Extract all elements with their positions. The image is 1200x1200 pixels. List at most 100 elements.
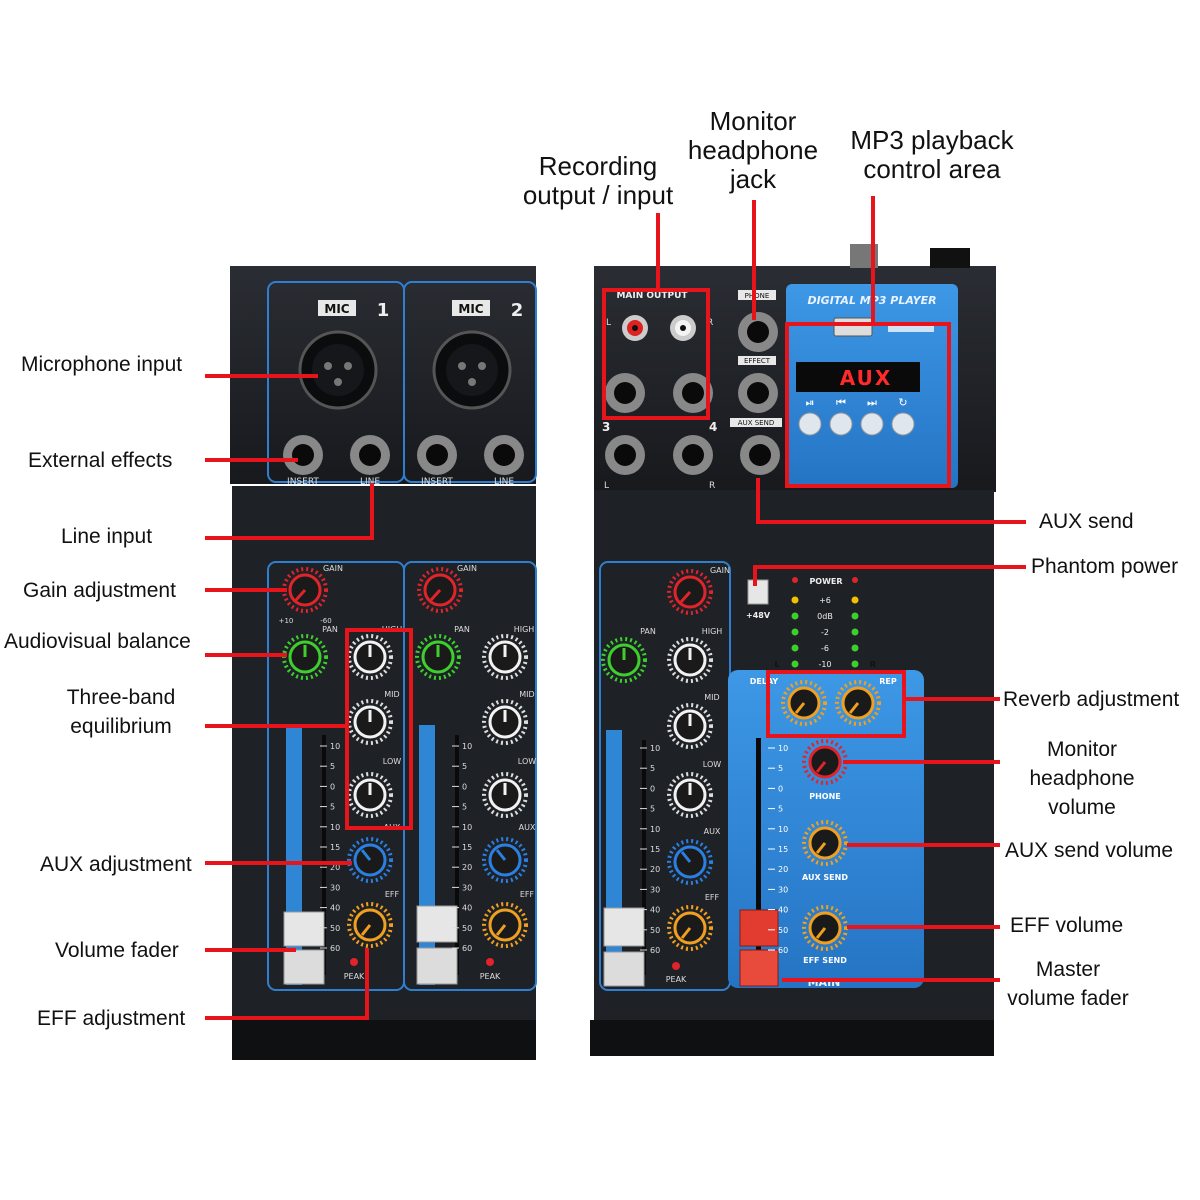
- meter-led: [851, 628, 859, 636]
- meter-level-label: -2: [821, 628, 829, 637]
- fader-scale-tick: 10: [650, 825, 660, 834]
- fader-scale-tick: 0: [462, 782, 467, 791]
- line-jack-1[interactable]: [350, 435, 390, 475]
- peak-led-1: [350, 958, 358, 966]
- label-master-fader: Master volume fader: [990, 955, 1146, 1013]
- play-pause-icon: ⏯: [806, 397, 815, 409]
- repeat-power-icon: ↻: [898, 397, 907, 409]
- jack-3-l-label: L: [604, 481, 609, 491]
- power-label: POWER: [809, 577, 842, 586]
- rep-knob[interactable]: [835, 680, 881, 726]
- usb-port[interactable]: [833, 317, 873, 337]
- phantom-power-switch[interactable]: [747, 579, 769, 605]
- input-4-number: 4: [709, 420, 717, 434]
- pan-knob-3[interactable]: [601, 637, 647, 683]
- fader-scale-tick: 60: [330, 944, 340, 953]
- fader-scale-tick: 5: [778, 805, 783, 814]
- jack-3-l[interactable]: [605, 435, 645, 475]
- rca-right[interactable]: [670, 315, 696, 341]
- mid-eq-knob-2[interactable]: [482, 699, 528, 745]
- volume-fader-1[interactable]: [283, 725, 326, 985]
- next-button[interactable]: [860, 412, 884, 436]
- gain-max-label-1: -60: [320, 617, 331, 625]
- meter-led: [791, 612, 799, 620]
- insert-jack-2[interactable]: [417, 435, 457, 475]
- mic-badge-2-text: MIC: [458, 302, 483, 316]
- eff-knob-2[interactable]: [482, 902, 528, 948]
- eff-knob-3[interactable]: [667, 905, 713, 951]
- fader-scale-tick: 0: [778, 784, 783, 793]
- main-label: MAIN: [808, 976, 841, 989]
- low-label-3: LOW: [703, 760, 721, 769]
- mic-badge-1-text: MIC: [324, 302, 349, 316]
- fader-scale-tick: 10: [462, 742, 472, 751]
- jack-4-r[interactable]: [673, 435, 713, 475]
- right-mixer-panel: MAIN OUTPUT 3 4 L R L R PHONE EFFECT AUX…: [590, 244, 996, 1056]
- sd-slot[interactable]: [888, 322, 934, 332]
- jack-main-r[interactable]: [673, 373, 713, 413]
- mid-eq-knob-3[interactable]: [667, 703, 713, 749]
- label-master-fader-line2: volume fader: [1007, 987, 1129, 1010]
- fader-scale-tick: 30: [330, 883, 340, 892]
- effect-jack[interactable]: [738, 373, 778, 413]
- callout-eff: [205, 948, 369, 1020]
- aux-send-jack[interactable]: [740, 435, 780, 475]
- low-label-2: LOW: [518, 757, 536, 766]
- jack-main-l[interactable]: [605, 373, 645, 413]
- low-eq-knob-2[interactable]: [482, 772, 528, 818]
- pan-label-1: PAN: [322, 625, 338, 634]
- mic-badge-1: [318, 300, 356, 316]
- phone-jack-label: PHONE: [745, 292, 770, 300]
- master-volume-fader[interactable]: [739, 909, 779, 987]
- peak-label-3: PEAK: [666, 975, 687, 984]
- pan-knob-2[interactable]: [415, 634, 461, 680]
- fader-scale-tick: 20: [778, 865, 788, 874]
- xlr-input-2[interactable]: [432, 330, 512, 410]
- power-socket-top: [930, 248, 970, 268]
- label-eff-adjustment: EFF adjustment: [37, 1007, 186, 1030]
- gain-knob-2[interactable]: [417, 567, 463, 613]
- line-jack-2[interactable]: [484, 435, 524, 475]
- label-phones-jack: Monitor headphone jack: [672, 107, 834, 194]
- previous-button[interactable]: [829, 412, 853, 436]
- phone-jack[interactable]: [738, 312, 778, 352]
- fader-scale-tick: 10: [778, 825, 788, 834]
- insert-jack-1[interactable]: [283, 435, 323, 475]
- label-recording-line1: Recording: [538, 151, 658, 181]
- mp3-display-text: AUX: [840, 366, 893, 390]
- low-eq-knob-3[interactable]: [667, 772, 713, 818]
- meter-l-label: L: [774, 660, 779, 669]
- repeat-button[interactable]: [891, 412, 915, 436]
- fader-scale-tick: 50: [462, 924, 472, 933]
- aux-knob-2[interactable]: [482, 837, 528, 883]
- volume-fader-2[interactable]: [416, 725, 459, 985]
- effect-jack-label: EFFECT: [744, 357, 771, 365]
- xlr-input-1[interactable]: [298, 330, 378, 410]
- label-eq-line2: equilibrium: [70, 715, 172, 738]
- eff-knob-1[interactable]: [347, 902, 393, 948]
- aux-knob-3[interactable]: [667, 839, 713, 885]
- high-eq-knob-2[interactable]: [482, 634, 528, 680]
- rca-left[interactable]: [622, 315, 648, 341]
- fader-scale-tick: 15: [650, 845, 660, 854]
- fader-scale-tick: 10: [330, 823, 340, 832]
- next-icon: ⏭: [867, 397, 877, 409]
- label-phones-jack-line3: jack: [729, 164, 777, 194]
- line-label-1: LINE: [360, 477, 380, 487]
- high-eq-knob-3[interactable]: [667, 637, 713, 683]
- jack-4-r-label: R: [709, 481, 715, 491]
- play-pause-button[interactable]: [798, 412, 822, 436]
- delay-knob[interactable]: [781, 680, 827, 726]
- gain-knob-3[interactable]: [667, 569, 713, 615]
- volume-fader-3[interactable]: [603, 730, 646, 987]
- aux-knob-1[interactable]: [347, 837, 393, 883]
- eff-send-volume-knob[interactable]: [802, 905, 848, 951]
- aux-send-volume-knob[interactable]: [802, 820, 848, 866]
- insert-label-2: INSERT: [421, 477, 453, 487]
- callouts: [205, 196, 1026, 1020]
- label-line-input: Line input: [61, 525, 153, 548]
